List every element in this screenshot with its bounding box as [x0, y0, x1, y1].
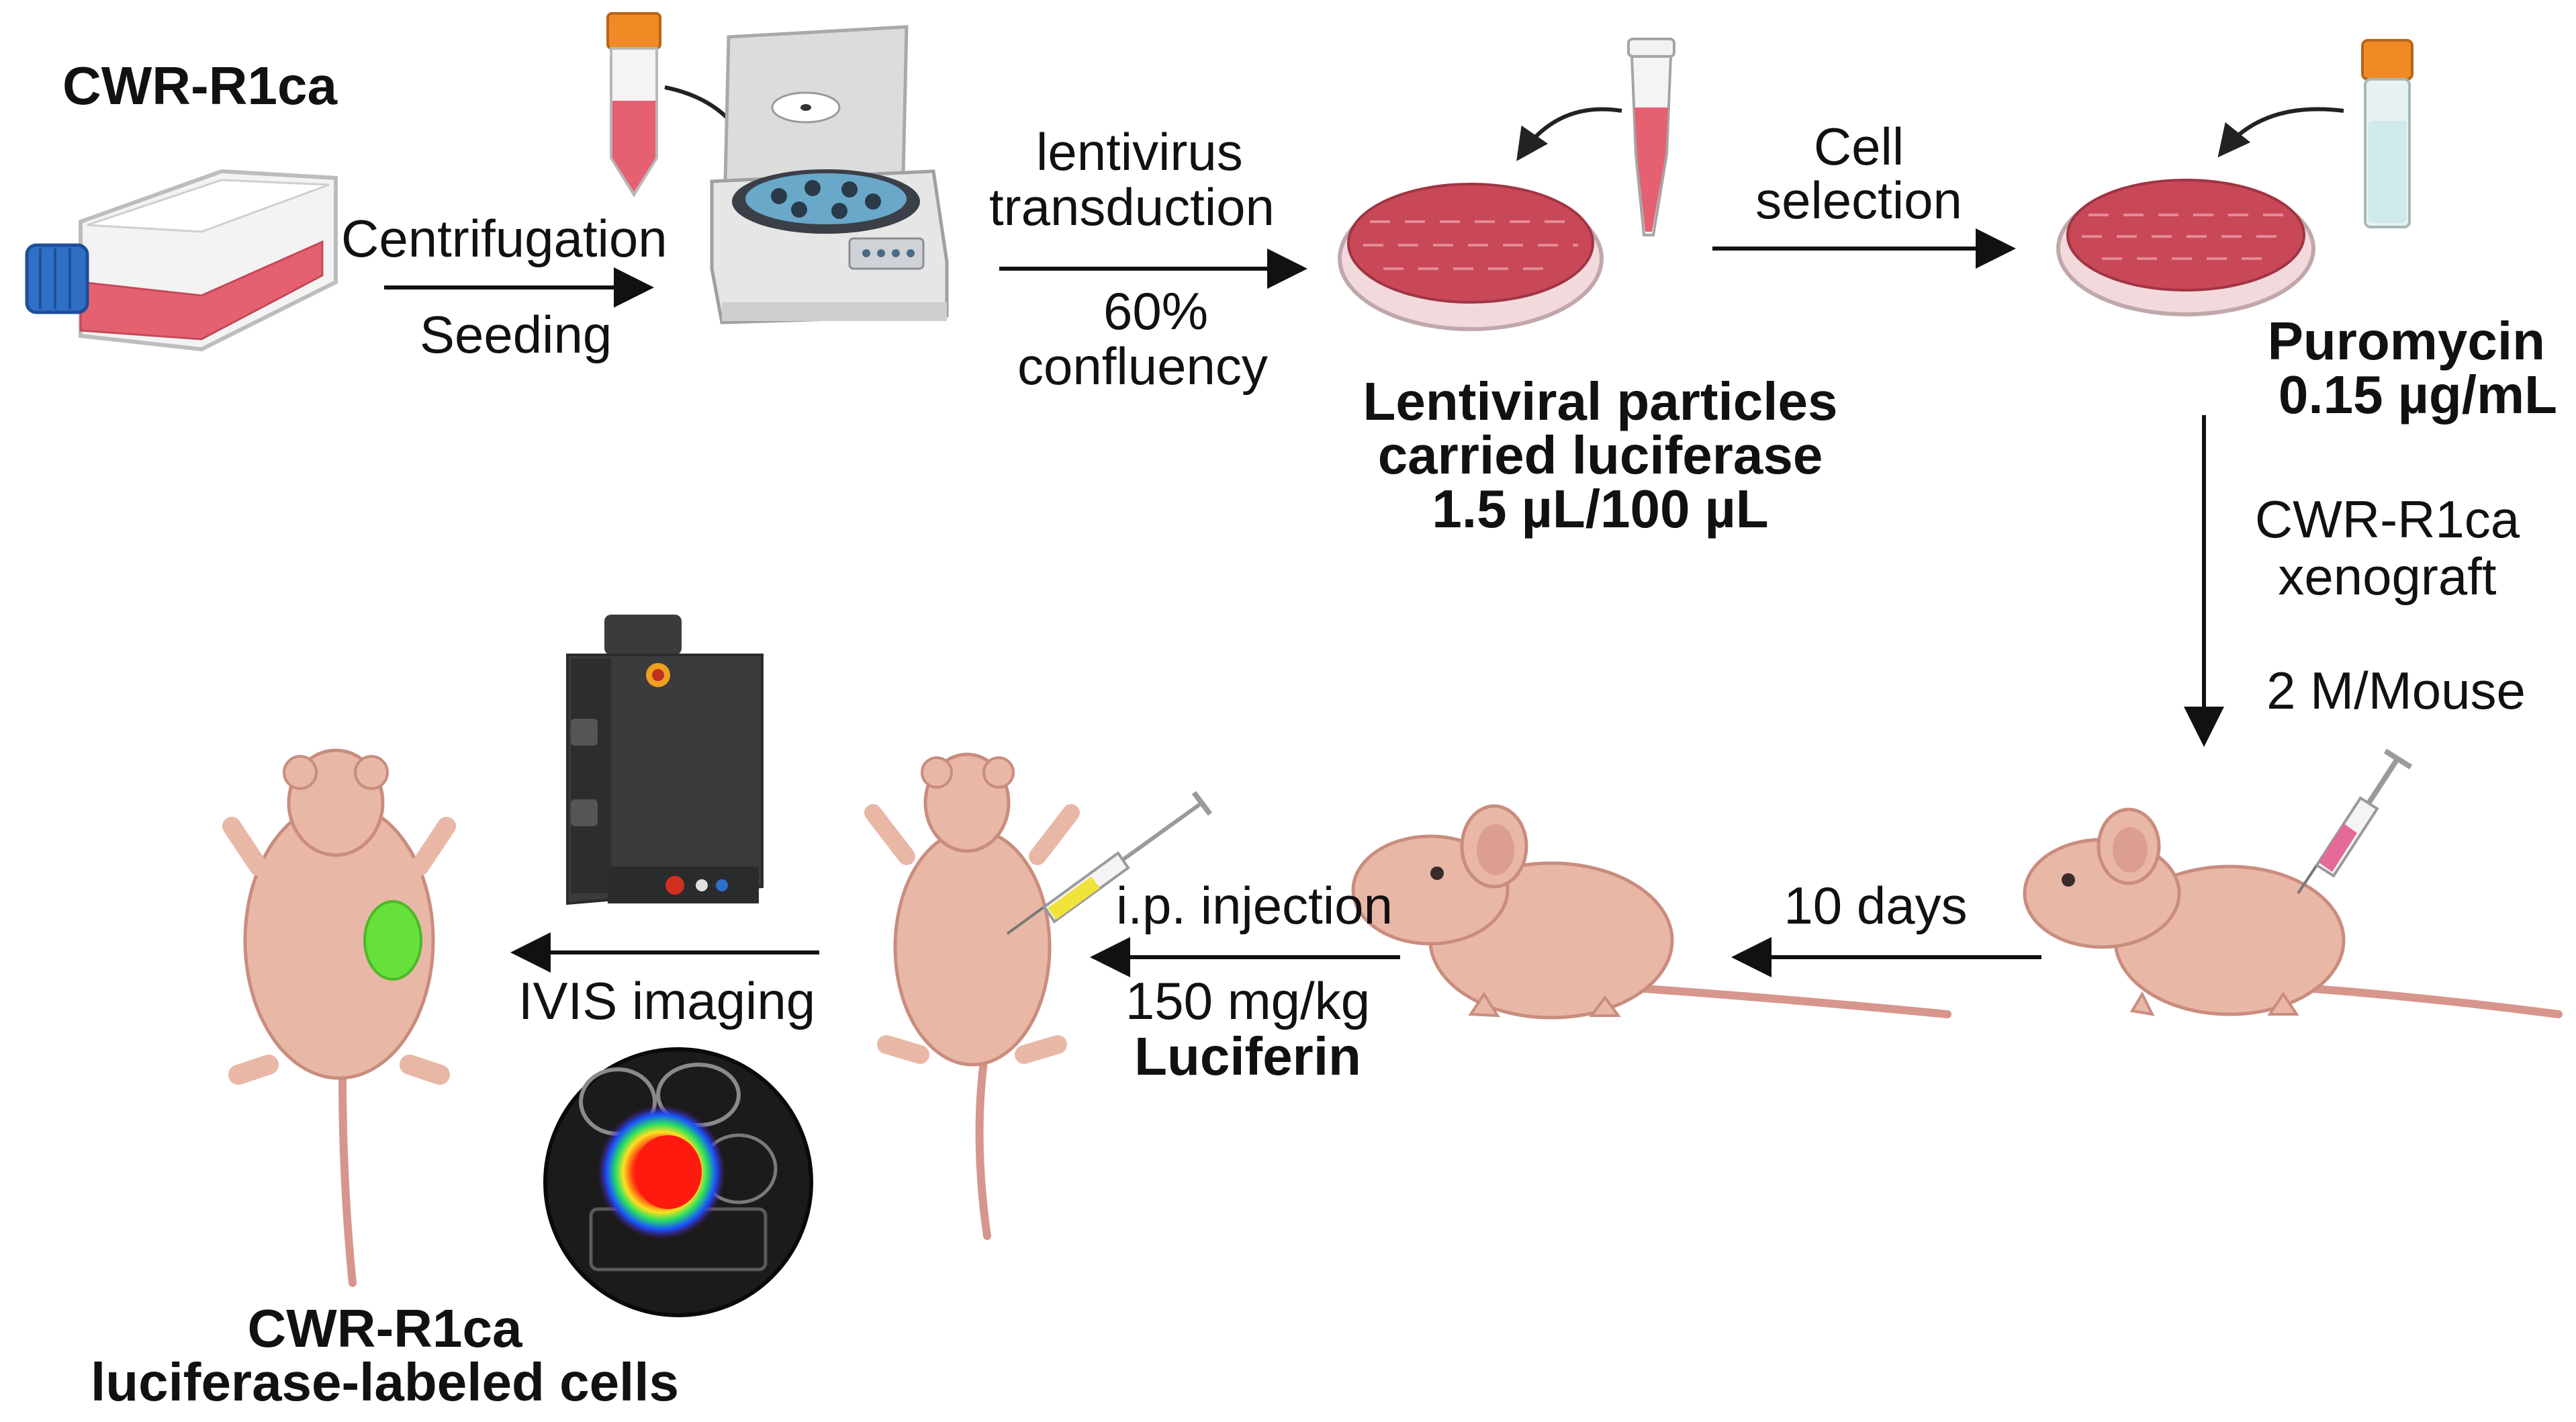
- imaging-label: IVIS imaging: [518, 971, 815, 1030]
- petri-dish-icon: [1338, 183, 1604, 331]
- nude-mouse-icon: [2023, 807, 2563, 1018]
- supine-mouse-icon: [864, 752, 1080, 1240]
- centrifuge-icon: [710, 25, 949, 324]
- microtube-to-dish-arrow: [1516, 107, 1622, 161]
- vial-to-dish-arrow: [2217, 107, 2344, 158]
- transduction-label: transduction: [989, 177, 1275, 236]
- result-line1-label: CWR-R1ca: [248, 1298, 522, 1358]
- puromycin-dose-label: 0.15 µg/mL: [2279, 365, 2557, 425]
- seeding-label: Seeding: [420, 305, 612, 364]
- culture-flask-icon: [25, 169, 338, 352]
- microcentrifuge-tube-icon: [1627, 38, 1675, 236]
- confluency-percent-label: 60%: [1103, 281, 1208, 341]
- luciferin-dose-label: 150 mg/kg: [1125, 971, 1370, 1030]
- lentivirus-label: lentivirus: [1036, 122, 1243, 181]
- particles-line2-label: carried luciferase: [1378, 425, 1823, 485]
- confluency-label: confluency: [1017, 337, 1268, 396]
- supine-mouse-icon: [222, 748, 456, 1287]
- petri-dish-icon: [2056, 179, 2315, 316]
- ivis-imager-icon: [566, 615, 764, 905]
- bioluminescence-image-icon: [543, 1047, 813, 1317]
- xenograft-line2-label: xenograft: [2278, 547, 2497, 606]
- xenograft-line1-label: CWR-R1ca: [2255, 490, 2520, 549]
- centrifugation-label: Centrifugation: [341, 209, 668, 268]
- luciferin-label: Luciferin: [1134, 1026, 1361, 1086]
- start-cells-label: CWR-R1ca: [62, 56, 337, 116]
- selection-label: selection: [1755, 171, 1962, 230]
- reagent-vial-icon: [2361, 39, 2413, 228]
- tumor-icon: [363, 900, 422, 981]
- particles-line1-label: Lentiviral particles: [1363, 371, 1838, 431]
- mouse-dose-label: 2 M/Mouse: [2266, 661, 2526, 720]
- particles-line3-label: 1.5 µL/100 µL: [1432, 479, 1768, 539]
- syringe-icon: [1006, 791, 1213, 935]
- result-line2-label: luciferase-labeled cells: [91, 1352, 679, 1412]
- cell-label: Cell: [1814, 117, 1904, 176]
- days-label: 10 days: [1784, 876, 1967, 935]
- nude-mouse-icon: [1351, 804, 1951, 1020]
- syringe-icon: [2297, 748, 2413, 895]
- injection-label: i.p. injection: [1116, 876, 1393, 935]
- conical-tube-icon: [606, 12, 661, 197]
- puromycin-label: Puromycin: [2268, 311, 2545, 371]
